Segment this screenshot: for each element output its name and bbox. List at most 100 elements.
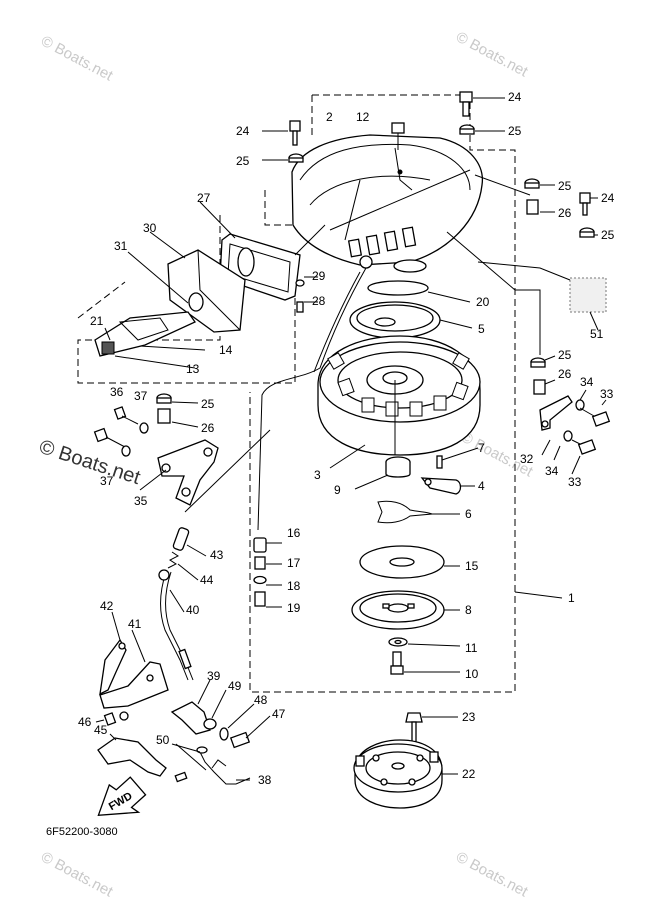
part-num-18: 18 [287,579,301,593]
part-num-13: 13 [186,362,200,376]
bolt-50 [171,743,207,783]
pulley-3 [317,335,481,469]
part-num-28: 28 [312,294,326,308]
part-num-38: 38 [258,773,272,787]
part-num-33a: 33 [600,387,614,401]
part-num-5: 5 [478,322,485,336]
bolt-36b [93,427,126,448]
nut-12 [391,122,405,150]
part-num-19: 19 [287,601,301,615]
collar-26-mid [533,379,556,395]
bolt-24-right [579,192,598,216]
part-num-30: 30 [143,221,157,235]
watermark-dark: © Boats.net [36,436,143,489]
cable-40 [158,569,194,681]
washer-25-left [156,393,199,404]
plate-15 [359,545,460,579]
watermark: © Boats.net [453,849,531,901]
part-num-26b: 26 [558,367,572,381]
bolt-33a [579,399,611,427]
fwd-arrow-icon: FWD [97,776,147,817]
lever-45 [97,733,167,777]
bracket-35 [139,439,219,506]
part-num-23: 23 [462,710,476,724]
part-num-44: 44 [200,573,214,587]
watermark: © Boats.net [38,33,116,85]
part-num-21: 21 [90,314,104,328]
part-num-34a: 34 [580,375,594,389]
washer-34a [575,389,587,411]
washer-37b [121,445,131,457]
drive-plate-8 [351,590,460,630]
grommet-43 [172,527,207,557]
collar-26-left [157,408,199,428]
starter-rope-2 [313,271,361,373]
part-num-11: 11 [465,641,478,655]
grommet-16 [253,537,282,553]
part-num-4: 4 [478,479,485,493]
part-num-36: 36 [110,385,124,399]
bracket-41 [99,629,169,709]
part-num-2: 2 [326,110,333,124]
pin-7 [436,447,479,469]
spring-44 [167,551,199,581]
ratchet-4 [420,477,475,495]
part-num-24c: 24 [601,191,615,205]
bolt-28 [296,301,318,313]
leader [446,231,541,355]
part-num-49: 49 [228,679,242,693]
bolt-10 [390,651,460,675]
label-51 [477,261,607,331]
part-num-29: 29 [312,269,326,283]
part-num-39: 39 [207,669,221,683]
part-num-25d: 25 [601,228,615,242]
arm-32 [539,395,573,456]
collar-9 [354,456,411,490]
part-num-27: 27 [197,191,211,205]
part-num-41: 41 [128,617,142,631]
part-num-34b: 34 [545,464,559,478]
grip-21 [94,311,206,369]
collar-17 [254,556,282,570]
starter-cover [291,134,483,273]
lever-42 [99,611,127,696]
part-num-24a: 24 [236,124,250,138]
part-num-25a: 25 [236,154,250,168]
part-num-25c: 25 [558,179,572,193]
cam-39 [170,679,211,735]
part-num-25f: 25 [201,397,215,411]
leader-1 [514,591,563,599]
leader [474,174,531,196]
part-num-32: 32 [520,452,534,466]
part-num-22: 22 [462,767,476,781]
part-num-50: 50 [156,733,170,747]
outline-segment [77,281,126,319]
part-num-16: 16 [287,526,301,540]
starter-rope [257,267,367,531]
washer-48 [219,703,255,741]
part-num-17: 17 [287,556,301,570]
part-num-8: 8 [465,603,472,617]
washer-18 [253,575,282,586]
part-num-15: 15 [465,559,479,573]
part-num-14: 14 [219,343,233,357]
part-num-24b: 24 [508,90,522,104]
washer-11 [388,637,461,647]
part-num-37b: 37 [100,474,114,488]
part-num-26a: 26 [558,206,572,220]
part-num-26c: 26 [201,421,215,435]
leader-43-bracket [184,429,271,513]
friction-spring-6 [377,500,460,524]
part-num-43: 43 [210,548,224,562]
part-num-7: 7 [478,441,485,455]
link-38 [196,746,251,785]
washer-25-top-left [262,153,304,163]
washer-25-top [459,124,505,135]
watermark: © Boats.net [453,29,531,81]
collar-26-right [526,199,555,215]
part-num-31: 31 [114,239,128,253]
part-num-6: 6 [465,507,472,521]
part-num-3: 3 [314,468,321,482]
part-num-25b: 25 [508,124,522,138]
